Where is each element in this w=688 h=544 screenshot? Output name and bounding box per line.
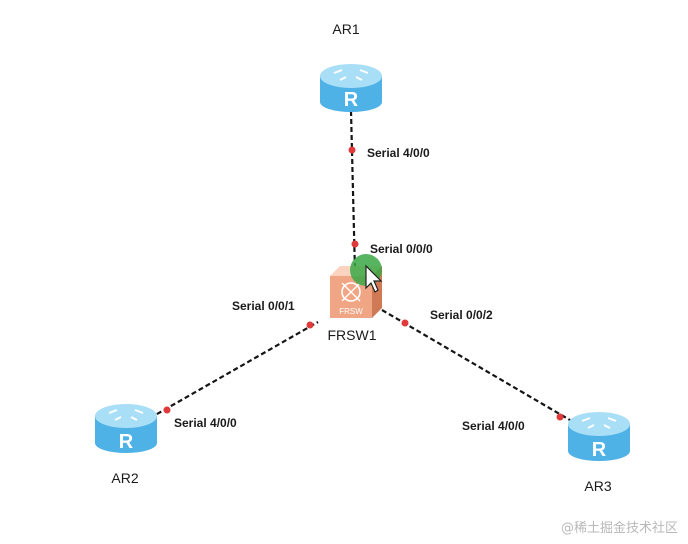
router-icon: R	[320, 64, 382, 112]
router-letter-r: R	[592, 439, 607, 461]
port-dot-ar2-serial-4-0-0[interactable]	[163, 406, 171, 414]
node-label-ar3: AR3	[584, 478, 611, 494]
link-ar2-frsw1	[149, 321, 319, 419]
node-label-frsw1: FRSW1	[328, 327, 377, 343]
port-dot-ar1-serial-4-0-0[interactable]	[348, 146, 356, 154]
port-label-frsw1-serial-0-0-0: Serial 0/0/0	[370, 242, 433, 256]
router-letter-r: R	[344, 89, 359, 111]
port-label-frsw1-serial-0-0-2: Serial 0/0/2	[430, 308, 493, 322]
link-ar3-frsw1	[381, 309, 576, 424]
switch-icon-text: FRSW	[339, 307, 363, 316]
link-ar1-frsw1	[349, 110, 357, 273]
port-dot-ar3-serial-4-0-0[interactable]	[556, 413, 564, 421]
router-icon: R	[95, 404, 157, 453]
port-label-ar3-serial-4-0-0: Serial 4/0/0	[462, 419, 525, 433]
port-label-ar1-serial-4-0-0: Serial 4/0/0	[367, 146, 430, 160]
node-label-ar1: AR1	[332, 21, 359, 37]
port-dot-frsw1-serial-0-0-2[interactable]	[401, 319, 409, 327]
port-dot-frsw1-serial-0-0-1[interactable]	[306, 321, 314, 329]
router-ar1[interactable]: R AR1	[320, 21, 382, 112]
port-label-frsw1-serial-0-0-1: Serial 0/0/1	[232, 299, 295, 313]
mouse-pointer-icon	[365, 264, 383, 293]
router-icon: R	[568, 412, 630, 461]
port-dot-frsw1-serial-0-0-0[interactable]	[351, 240, 359, 248]
watermark: @稀土掘金技术社区	[560, 521, 678, 536]
port-label-ar2-serial-4-0-0: Serial 4/0/0	[174, 416, 237, 430]
router-ar2[interactable]: R AR2	[95, 404, 157, 486]
router-ar3[interactable]: R AR3	[568, 412, 630, 494]
router-letter-r: R	[119, 431, 134, 453]
node-label-ar2: AR2	[111, 470, 138, 486]
